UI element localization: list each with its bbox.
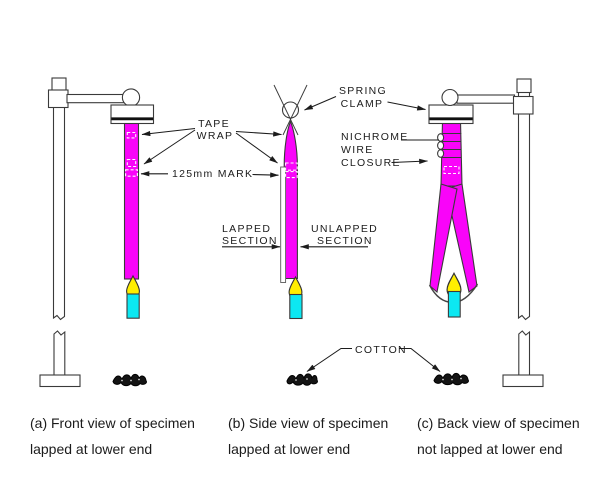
specimen-a-125mm-mark [125,169,138,177]
tape-wrap-label-line2: WRAP [197,130,234,142]
specimen-b-lapped-layer [280,166,287,283]
specimen-b [273,84,318,386]
stand-right-rod-upper [517,91,531,321]
specimen-c-125mm-mark [443,165,460,175]
cotton-b [286,373,318,386]
retort-stand-left [39,77,141,388]
caption-b-line1: (b) Side view of specimen [228,415,389,431]
burner-c [447,290,461,318]
mark-125-leader-b [252,172,279,178]
clamp-a-body [110,104,155,125]
stand-left-rod-upper [52,99,66,321]
stand-right-arm [456,94,516,104]
stand-left-arm [66,93,128,104]
unlapped-label-line2: SECTION [317,235,373,247]
specimen-a [110,104,155,387]
stand-left-rod-lower [53,330,66,376]
cotton-label: COTTON [355,344,407,356]
spring-clamp-label-line1: SPRING [339,85,387,97]
caption-b: (b) Side view of specimen lapped at lowe… [228,410,448,462]
mark-125mm-label: 125mm MARK [172,168,253,180]
lapped-label-line2: SECTION [222,235,278,247]
cotton-leader-left [306,347,352,372]
specimen-b-125mm-mark [285,171,298,179]
spring-clamp-leader-b [304,96,337,111]
specimen-c [428,104,479,386]
spring-clamp-arm-1 [273,84,299,136]
cotton-c [433,372,469,386]
clamp-c-body [428,104,474,125]
nichrome-label-line2: WIRE [341,144,374,156]
retort-stand-right [441,78,544,388]
tape-wrap-leader-a-low [143,129,196,165]
specimen-b-tape-mark [285,162,298,171]
stand-right-knob [441,88,459,107]
spring-clamp-leader-c [387,101,426,111]
caption-c-line2: not lapped at lower end [417,441,563,457]
stand-right-base [502,374,544,388]
stand-left-boss [47,89,69,109]
spring-clamp-ring [281,101,300,119]
caption-c: (c) Back view of specimen not lapped at … [417,410,600,462]
leader-lines [140,96,441,372]
caption-a-line1: (a) Front view of specimen [30,415,195,431]
cotton-a [112,373,147,387]
stand-right-cap [516,78,532,94]
spring-clamp-arm-2 [282,84,308,136]
stand-left-base [39,374,81,388]
tape-wrap-leader-b-top [235,130,282,137]
unlapped-label-line1: UNLAPPED [311,223,378,235]
stand-right-rod-lower [518,330,531,376]
burner-a [126,293,140,319]
tape-wrap-leader-b-low [235,132,278,164]
caption-a-line2: lapped at lower end [30,441,153,457]
tape-wrap-leader-a-top [141,127,196,137]
cotton-leader-right [399,347,441,372]
caption-a: (a) Front view of specimen lapped at low… [30,410,250,462]
specimen-a-tape-mark-top [126,131,137,139]
nichrome-label-line1: NICHROME [341,131,409,143]
burner-b [289,293,303,320]
spring-clamp-label-line2: CLAMP [341,98,384,110]
specimen-c-leg-left [429,183,458,294]
stand-left-knob [121,88,141,107]
nichrome-label-line3: CLOSURE [341,157,401,169]
caption-b-line2: lapped at lower end [228,441,351,457]
nichrome-wire-coils [437,133,445,158]
specimen-a-strip [123,119,140,280]
lapped-label-line1: LAPPED [222,223,271,235]
diagram-labels: TAPE WRAP 125mm MARK SPRING CLAMP NICHRO… [172,85,409,356]
closure-leader-arrow [391,158,428,164]
caption-c-line1: (c) Back view of specimen [417,415,580,431]
stand-right-boss [512,95,534,115]
nichrome-wire-stitches [441,133,462,158]
tape-wrap-label-line1: TAPE [198,118,230,130]
specimen-b-strip [283,120,298,280]
specimen-a-tape-mark-low [126,158,137,168]
